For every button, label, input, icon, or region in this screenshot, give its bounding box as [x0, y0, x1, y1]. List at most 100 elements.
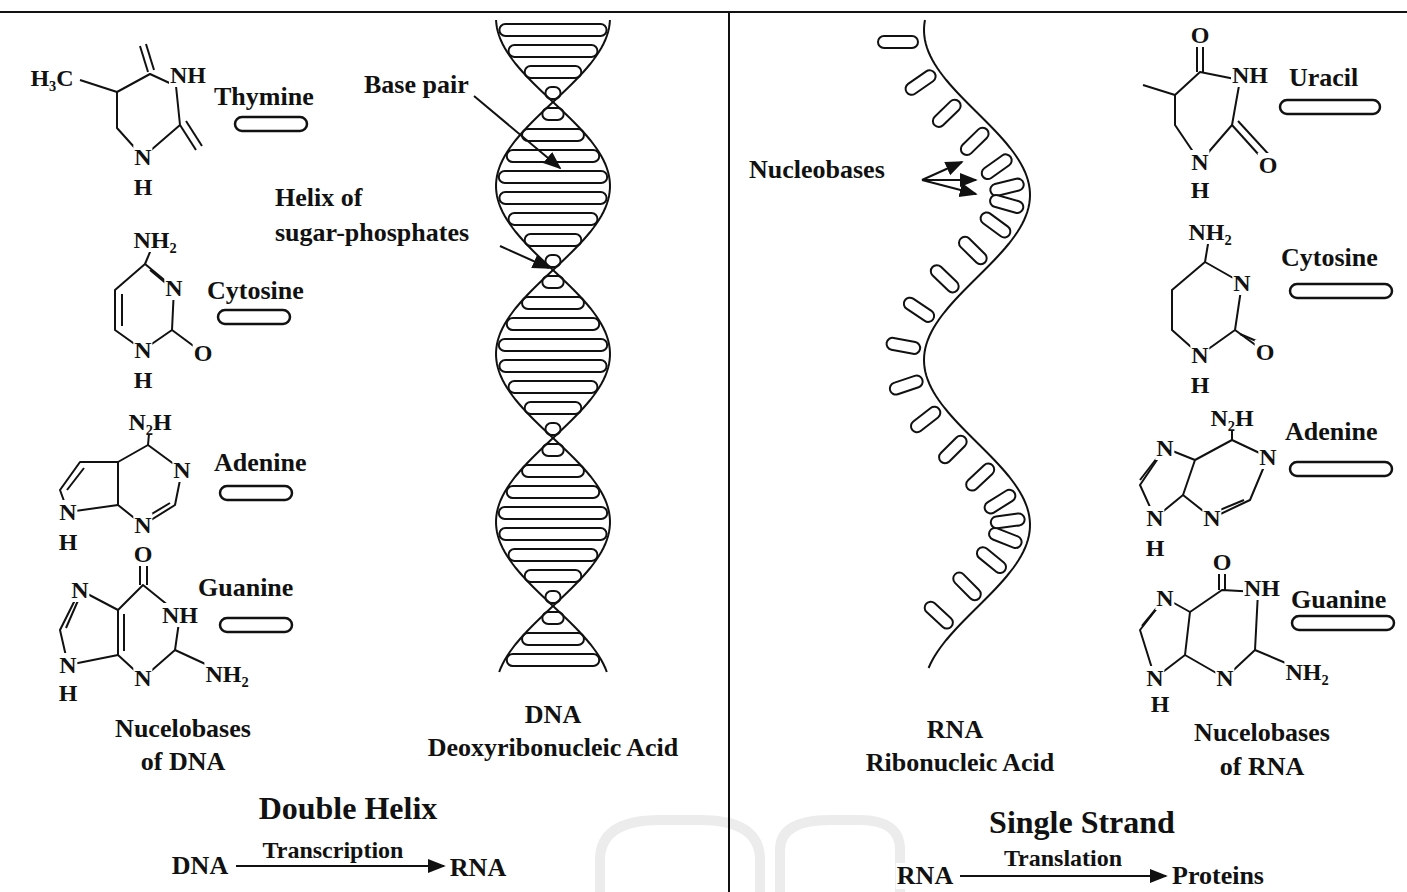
- text-label: Guanine: [1290, 587, 1387, 613]
- atom-label: N: [70, 578, 89, 602]
- atom-label: O: [133, 542, 154, 566]
- text-label: Helix of: [274, 185, 363, 211]
- base-symbol: [220, 486, 292, 500]
- process-label: Transcription: [262, 838, 405, 862]
- base-pair: [525, 66, 582, 78]
- frame-line: [0, 11, 1407, 13]
- atom-label: N: [133, 513, 152, 537]
- atom-label: N: [1232, 271, 1251, 295]
- base-pair: [507, 486, 600, 498]
- atom-label: O: [1212, 550, 1233, 574]
- atom-label: N: [133, 666, 152, 690]
- atom-label: NH: [169, 63, 207, 87]
- atom-label: H₃C: [29, 66, 74, 90]
- rna-backbone: [924, 20, 1030, 668]
- atom-label: N₂H: [127, 410, 172, 434]
- atom-label: O: [1258, 153, 1279, 177]
- bond-line: [1183, 440, 1268, 518]
- text-label: Cytosine: [206, 278, 305, 304]
- base-pair: [499, 24, 606, 36]
- atom-label: NH₂: [1284, 660, 1329, 684]
- base-symbol: [218, 310, 290, 324]
- atom-label: H: [1145, 536, 1166, 560]
- text-label: of DNA: [140, 749, 227, 775]
- atom-label: N: [1190, 150, 1209, 174]
- sugar-phosphate-strand: [496, 20, 610, 672]
- atom-label: N: [133, 338, 152, 362]
- base-pair: [507, 654, 600, 666]
- atom-label: NH: [161, 603, 199, 627]
- bond-line: [80, 80, 117, 92]
- process-arrow: [236, 865, 444, 867]
- nucleobase: [937, 433, 970, 465]
- text-label: Adenine: [1284, 419, 1378, 445]
- nucleobase: [951, 570, 983, 603]
- atom-label: N: [1202, 506, 1221, 530]
- text-label: Nucelobases: [1193, 720, 1331, 746]
- watermark-arch: [780, 820, 900, 892]
- base-pair: [525, 570, 582, 582]
- atom-label: N: [1145, 506, 1164, 530]
- text-label: Guanine: [197, 575, 294, 601]
- text-label: Proteins: [1171, 863, 1265, 889]
- atom-label: H: [1190, 373, 1211, 397]
- base-pair: [507, 150, 600, 162]
- leader-arrow: [922, 179, 976, 181]
- atom-label: H: [58, 681, 79, 705]
- text-label: RNA: [926, 717, 984, 743]
- nucleobase: [957, 234, 990, 266]
- base-symbol: [220, 618, 292, 632]
- base-pair: [509, 381, 598, 393]
- atom-label: O: [1190, 23, 1211, 47]
- bond-line: [186, 121, 202, 146]
- atom-label: N: [172, 458, 191, 482]
- text-label: Ribonucleic Acid: [865, 750, 1056, 776]
- atom-label: N: [164, 276, 183, 300]
- atom-label: N: [1215, 666, 1234, 690]
- nucleobase: [909, 404, 943, 434]
- bond-line: [121, 294, 123, 326]
- sugar-phosphate-strand: [496, 20, 610, 672]
- molecule-structures: [60, 35, 1307, 678]
- atom-label: N₂H: [1209, 406, 1254, 430]
- base-pair: [499, 171, 607, 183]
- nucleobase: [886, 337, 922, 355]
- base-pair: [499, 528, 606, 540]
- base-pair: [499, 360, 606, 372]
- text-label: Adenine: [213, 450, 307, 476]
- atom-label: H: [58, 530, 79, 554]
- text-label: DNA: [524, 702, 582, 728]
- atom-label: N: [1258, 445, 1277, 469]
- text-label: of RNA: [1219, 754, 1306, 780]
- text-label: RNA: [896, 863, 954, 889]
- section-heading: Double Helix: [258, 792, 439, 824]
- atom-label: NH: [1231, 63, 1269, 87]
- base-pair: [509, 549, 598, 561]
- bond-line: [1143, 85, 1175, 95]
- nucleobase: [902, 295, 937, 324]
- text-label: Uracil: [1288, 65, 1359, 91]
- base-pair: [522, 465, 584, 477]
- leader-arrow: [474, 96, 560, 168]
- text-label: Base pair: [363, 72, 470, 98]
- base-pair: [507, 318, 600, 330]
- section-heading: Single Strand: [988, 806, 1176, 838]
- base-symbol: [235, 117, 307, 131]
- nucleobase: [903, 68, 938, 97]
- bond-line: [118, 585, 180, 678]
- atom-label: NH₂: [204, 662, 249, 686]
- atom-label: O: [1255, 340, 1276, 364]
- nucleobase: [989, 194, 1025, 215]
- atom-label: N: [58, 500, 77, 524]
- nucleobase: [928, 263, 961, 295]
- atom-label: NH₂: [1187, 220, 1232, 244]
- base-symbol: [1290, 284, 1392, 298]
- nucleobase: [964, 461, 997, 493]
- nucleobase: [979, 152, 1014, 181]
- text-label: Deoxyribonucleic Acid: [427, 735, 680, 761]
- text-label: sugar-phosphates: [274, 220, 470, 246]
- atom-label: N: [133, 145, 152, 169]
- atom-label: H: [133, 175, 154, 199]
- atom-label: NH₂: [132, 228, 177, 252]
